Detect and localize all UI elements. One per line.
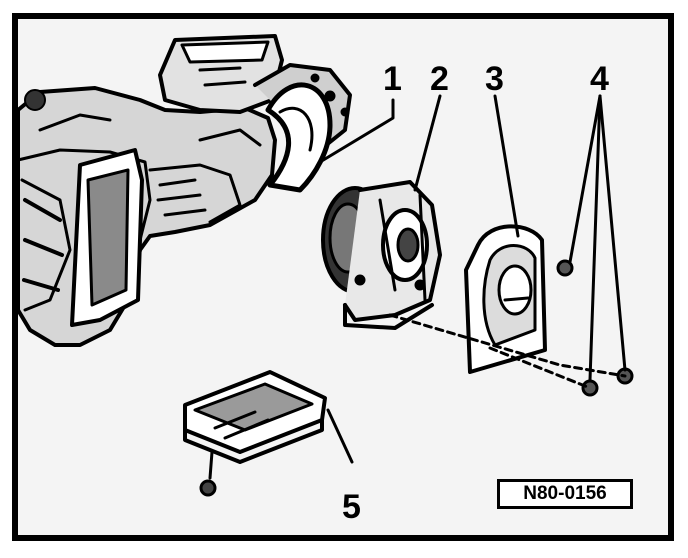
reference-number: N80-0156 (497, 479, 633, 509)
blower-motor (321, 180, 442, 330)
callout-3: 3 (485, 60, 504, 98)
series-resistor (183, 370, 327, 497)
heater-housing (16, 34, 352, 347)
callout-5: 5 (342, 488, 361, 526)
leader-lines (318, 94, 627, 464)
cover-plate (464, 224, 547, 374)
callout-1: 1 (383, 60, 402, 98)
assembly-lines (388, 313, 627, 390)
callout-2: 2 (430, 60, 449, 98)
callout-4: 4 (590, 60, 609, 98)
